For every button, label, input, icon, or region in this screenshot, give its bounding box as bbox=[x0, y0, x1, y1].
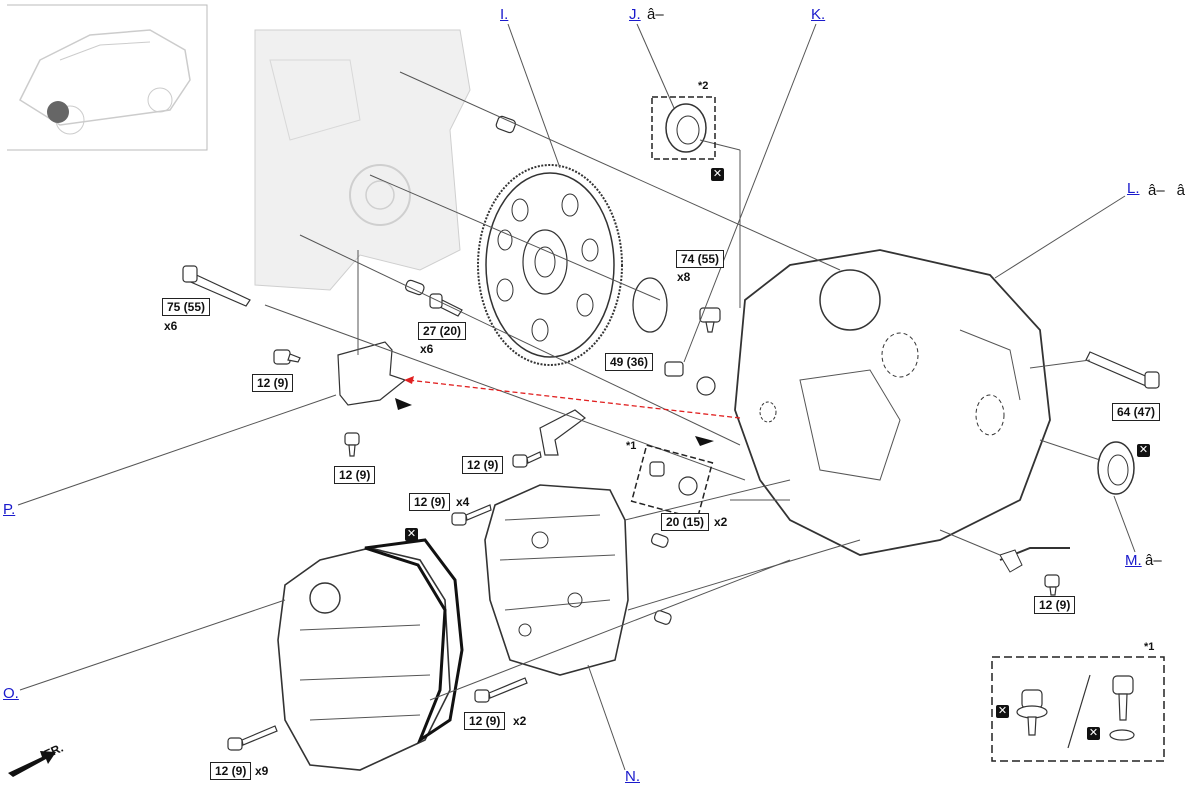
callout-o[interactable]: O. bbox=[3, 685, 19, 702]
torque-box: 12 (9) bbox=[252, 374, 294, 392]
wire-harness bbox=[999, 547, 1070, 573]
callout-p[interactable]: P. bbox=[3, 501, 16, 518]
oil-seals bbox=[665, 103, 1135, 495]
leader-lines bbox=[17, 23, 1136, 771]
quantity-label: x9 bbox=[255, 764, 269, 778]
side-cover bbox=[277, 547, 451, 771]
torque-box: 75 (55) bbox=[162, 298, 211, 316]
torque-box: 12 (9) bbox=[464, 712, 506, 730]
spacer-plate bbox=[632, 277, 668, 333]
torque-box: 12 (9) bbox=[1034, 596, 1076, 614]
note-marker: *1 bbox=[1144, 641, 1155, 653]
engine-block bbox=[254, 29, 471, 291]
torque-box: 12 (9) bbox=[334, 466, 376, 484]
callout-l-suffix: â–â bbox=[1148, 182, 1186, 199]
quantity-label: x6 bbox=[164, 319, 178, 333]
quantity-label: x2 bbox=[714, 515, 728, 529]
callout-l[interactable]: L. bbox=[1127, 180, 1140, 197]
replace-part-icon: ✕ bbox=[996, 705, 1009, 718]
callout-j[interactable]: J. bbox=[629, 6, 641, 23]
callout-n[interactable]: N. bbox=[625, 768, 640, 785]
sensor-bracket bbox=[539, 409, 586, 456]
legend-frame bbox=[991, 656, 1165, 762]
torque-box: 12 (9) bbox=[462, 456, 504, 474]
note-marker: *1 bbox=[626, 440, 637, 452]
quantity-label: x8 bbox=[677, 270, 691, 284]
detail-frame-2 bbox=[651, 96, 716, 160]
valve-body bbox=[484, 484, 629, 676]
replace-part-icon: ✕ bbox=[711, 168, 724, 181]
torque-box: 64 (47) bbox=[1112, 403, 1161, 421]
callout-i[interactable]: I. bbox=[500, 6, 509, 23]
callout-j-suffix: â– bbox=[647, 6, 664, 23]
transaxle-housing bbox=[734, 249, 1051, 556]
torque-box: 20 (15) bbox=[661, 513, 710, 531]
cover-gasket bbox=[364, 538, 464, 744]
torque-box: 12 (9) bbox=[210, 762, 252, 780]
replace-part-icon: ✕ bbox=[405, 528, 418, 541]
torque-box: 74 (55) bbox=[676, 250, 725, 268]
callout-m[interactable]: M. bbox=[1125, 552, 1142, 569]
quantity-label: x6 bbox=[420, 342, 434, 356]
callout-k[interactable]: K. bbox=[811, 6, 826, 23]
torque-box: 49 (36) bbox=[605, 353, 654, 371]
front-direction-arrow bbox=[8, 751, 56, 777]
torque-box: 12 (9) bbox=[409, 493, 451, 511]
protector-bracket bbox=[337, 341, 412, 410]
replace-part-icon: ✕ bbox=[1137, 444, 1150, 457]
replace-part-icon: ✕ bbox=[1087, 727, 1100, 740]
legend-bolts bbox=[1016, 674, 1135, 749]
callout-m-suffix: â– bbox=[1145, 552, 1162, 569]
engine-location-marker bbox=[47, 101, 69, 123]
vehicle-locator-inset bbox=[7, 4, 208, 151]
drive-plate bbox=[477, 164, 623, 366]
quantity-label: x4 bbox=[456, 495, 470, 509]
note-marker: *2 bbox=[698, 80, 709, 92]
torque-box: 27 (20) bbox=[418, 322, 467, 340]
detail-frame-1 bbox=[630, 444, 714, 520]
quantity-label: x2 bbox=[513, 714, 527, 728]
